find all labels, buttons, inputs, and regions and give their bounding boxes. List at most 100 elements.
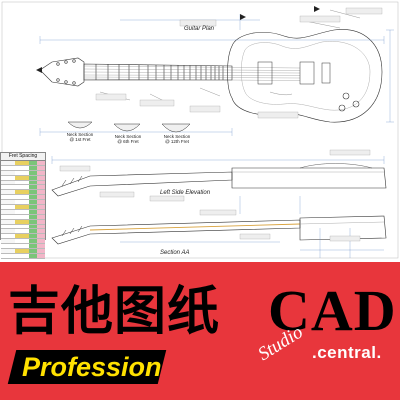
- fret-spacing-cell: [15, 253, 29, 258]
- fret-spacing-cell: [37, 244, 45, 249]
- fret-spacing-cell: [1, 219, 15, 224]
- fret-spacing-cell: [37, 219, 45, 224]
- fret-spacing-row: [1, 224, 45, 230]
- fret-spacing-cell: [29, 195, 37, 200]
- fret-spacing-cell: [37, 239, 45, 244]
- fret-spacing-cell: [15, 195, 29, 200]
- fret-spacing-cell: [37, 185, 45, 190]
- fret-spacing-cell: [15, 219, 29, 224]
- fret-spacing-cell: [15, 205, 29, 209]
- fret-spacing-cell: [1, 244, 15, 249]
- fret-spacing-cell: [29, 234, 37, 239]
- fret-spacing-cell: [29, 209, 37, 214]
- neck-section-profiles: [67, 121, 191, 133]
- cad-title: CAD: [268, 278, 397, 343]
- fret-spacing-cell: [37, 253, 45, 258]
- guitar-plan-view: [39, 29, 383, 123]
- fret-spacing-cell: [15, 175, 29, 180]
- fret-spacing-cell: [37, 209, 45, 214]
- fret-spacing-cell: [1, 180, 15, 185]
- fret-spacing-cell: [29, 205, 37, 209]
- fret-spacing-row: [1, 209, 45, 215]
- fret-spacing-cell: [15, 200, 29, 205]
- fret-spacing-cell: [29, 161, 37, 165]
- fret-spacing-row: [1, 214, 45, 220]
- fret-spacing-row: [1, 165, 45, 171]
- neck-section-2-line1: Neck Section: [114, 134, 142, 139]
- fret-spacing-row: [1, 195, 45, 201]
- fret-spacing-cell: [37, 180, 45, 185]
- fret-spacing-cell: [15, 209, 29, 214]
- fret-spacing-cell: [1, 170, 15, 175]
- profession-text: Profession: [22, 352, 162, 382]
- guitar-blueprint-drawing: [1, 1, 399, 259]
- fret-spacing-cell: [15, 161, 29, 165]
- plan-dimension-lines: [39, 14, 394, 136]
- fret-spacing-cell: [29, 165, 37, 170]
- fret-spacing-cell: [29, 170, 37, 175]
- fret-spacing-cell: [29, 200, 37, 205]
- fret-spacing-cell: [1, 234, 15, 239]
- fret-spacing-row: [1, 190, 45, 196]
- section-aa-view: [51, 215, 387, 245]
- fret-spacing-cell: [15, 185, 29, 190]
- fret-spacing-cell: [1, 165, 15, 170]
- section-annotations: [199, 209, 361, 242]
- fret-spacing-row: [1, 239, 45, 245]
- fret-spacing-cell: [1, 239, 15, 244]
- fret-spacing-cell: [29, 185, 37, 190]
- fret-spacing-row: [1, 244, 45, 250]
- neck-section-2-label: Neck Section @ 6th Fret: [112, 134, 144, 144]
- fret-spacing-cell: [37, 165, 45, 170]
- fret-spacing-cell: [37, 224, 45, 229]
- fret-spacing-cell: [15, 224, 29, 229]
- fret-spacing-cell: [29, 224, 37, 229]
- profession-badge: Profession: [7, 350, 167, 384]
- fret-spacing-cell: [37, 229, 45, 234]
- fret-spacing-cell: [37, 195, 45, 200]
- neck-section-2-line2: @ 6th Fret: [117, 139, 139, 144]
- neck-section-3-line1: Neck Section: [163, 134, 191, 139]
- fret-spacing-cell: [29, 214, 37, 219]
- fret-spacing-cell: [1, 200, 15, 205]
- left-side-elevation-view: [51, 163, 387, 197]
- fret-spacing-cell: [37, 249, 45, 253]
- section-aa-label: Section AA: [160, 250, 190, 256]
- fret-spacing-cell: [15, 234, 29, 239]
- fret-spacing-cell: [1, 205, 15, 209]
- fret-spacing-row: [1, 185, 45, 191]
- fret-spacing-title: Fret Spacing: [1, 153, 45, 161]
- central-text: .central.: [312, 343, 382, 362]
- fret-spacing-cell: [37, 161, 45, 165]
- fret-spacing-cell: [1, 229, 15, 234]
- fret-spacing-cell: [29, 253, 37, 258]
- fret-spacing-cell: [37, 234, 45, 239]
- left-side-elevation-label: Left Side Elevation: [160, 190, 211, 196]
- neck-section-3-label: Neck Section @ 12th Fret: [160, 134, 194, 144]
- fret-spacing-cell: [29, 244, 37, 249]
- neck-section-1-line2: @ 1st Fret: [69, 137, 91, 142]
- neck-section-1-label: Neck Section @ 1st Fret: [64, 132, 96, 142]
- fret-spacing-cell: [37, 190, 45, 195]
- fret-spacing-cell: [1, 190, 15, 195]
- fret-spacing-cell: [1, 175, 15, 180]
- elevation-dimension-lines: [51, 156, 385, 214]
- fret-spacing-row: [1, 200, 45, 206]
- fret-spacing-cell: [37, 200, 45, 205]
- fret-spacing-cell: [15, 170, 29, 175]
- plan-annotations: [95, 7, 383, 119]
- fret-spacing-cell: [15, 229, 29, 234]
- fret-spacing-row: [1, 170, 45, 176]
- fret-spacing-cell: [1, 209, 15, 214]
- section-marker-flags: [36, 6, 320, 73]
- fret-spacing-cell: [15, 190, 29, 195]
- fret-spacing-cell: [15, 244, 29, 249]
- fret-spacing-cell: [29, 180, 37, 185]
- fret-spacing-row: [1, 180, 45, 186]
- fret-spacing-cell: [15, 214, 29, 219]
- elevation-annotations: [59, 149, 371, 202]
- fret-spacing-cell: [37, 175, 45, 180]
- neck-section-3-line2: @ 12th Fret: [165, 139, 189, 144]
- fret-spacing-cell: [29, 190, 37, 195]
- fret-spacing-row: [1, 219, 45, 225]
